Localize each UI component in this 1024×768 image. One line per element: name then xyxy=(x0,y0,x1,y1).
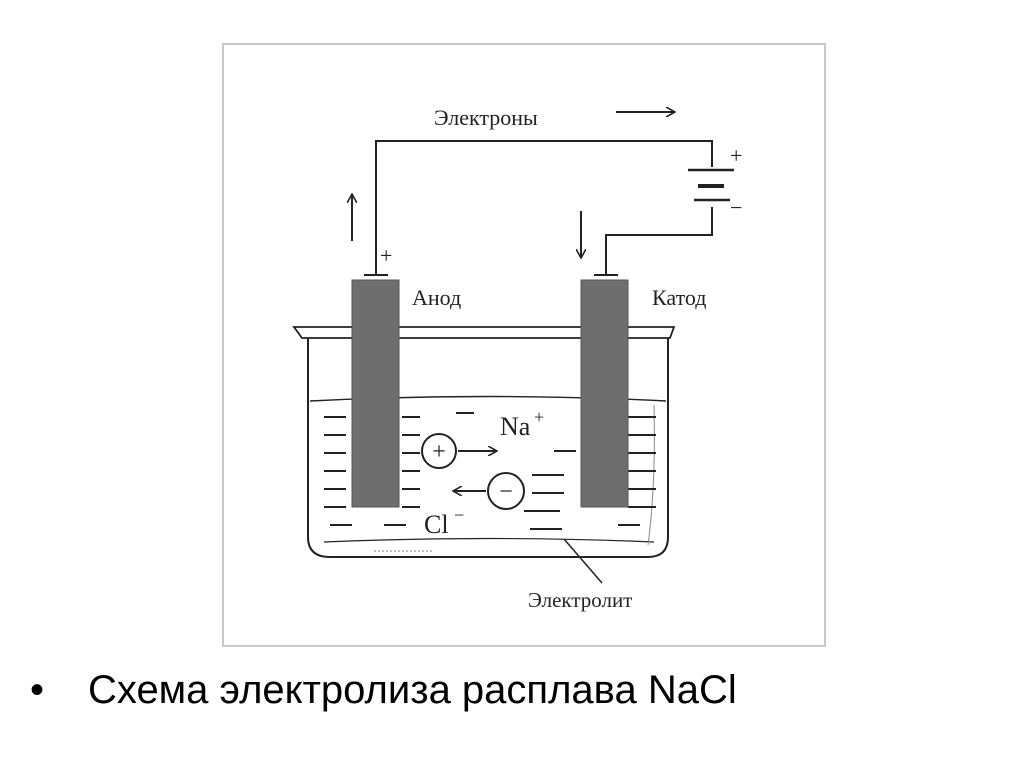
anion-circle xyxy=(487,472,525,510)
electrolyte-lines xyxy=(324,412,656,530)
circuit-wire-top xyxy=(375,140,713,275)
caption-text: Схема электролиза расплава NaCl xyxy=(88,668,737,712)
bullet-point: • xyxy=(30,668,45,712)
circuit-wire-cathode xyxy=(605,207,713,275)
electrolyte-label: Электролит xyxy=(528,588,632,612)
battery-plus-sign: + xyxy=(730,143,742,168)
cathode-electrode xyxy=(580,279,629,508)
slide-caption: • Схема электролиза расплава NaCl xyxy=(30,668,737,713)
electrons-label: Электроны xyxy=(434,105,538,130)
sodium-ion-charge: + xyxy=(534,407,544,427)
anode-label: Анод xyxy=(412,285,461,310)
anode-terminal-sign: + xyxy=(380,243,392,268)
electrolyte-pointer xyxy=(563,538,603,584)
battery-icon xyxy=(688,168,734,202)
sodium-ion-label: Na xyxy=(500,412,531,441)
cation-plus-sign: + xyxy=(432,439,446,465)
chloride-ion-charge: − xyxy=(454,505,464,525)
diagram-canvas: Электроны + − + xyxy=(292,105,742,612)
cation-circle xyxy=(421,433,457,469)
anion-minus-sign: − xyxy=(499,479,513,505)
electrolysis-diagram: Электроны + − + xyxy=(222,43,826,647)
chloride-ion-label: Cl xyxy=(424,510,449,539)
battery-minus-sign: − xyxy=(730,195,742,220)
cathode-label: Катод xyxy=(652,285,706,310)
anode-electrode xyxy=(351,279,400,508)
